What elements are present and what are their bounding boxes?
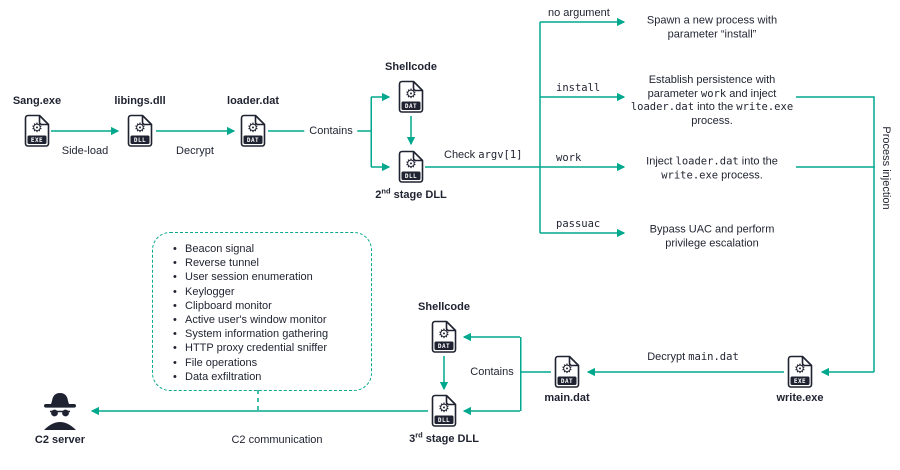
file-icon-main-dat: ⚙ DAT <box>553 355 581 394</box>
edge-label-c2-communication: C2 communication <box>231 434 323 446</box>
node-label-stage3: 3rd stage DLL <box>409 430 479 445</box>
gear-icon: ⚙ <box>247 121 259 136</box>
edge-label-process-injection: Process injection <box>880 126 892 210</box>
capability-item: Beacon signal <box>173 242 365 256</box>
capability-item: HTTP proxy credential sniffer <box>173 341 365 355</box>
file-icon-write-exe: ⚙ EXE <box>786 355 814 394</box>
file-type-badge: DAT <box>438 343 450 350</box>
edge-label-no-argument: no argument <box>548 7 610 19</box>
edge-label-install: install <box>556 82 601 94</box>
node-label-libings: libings.dll <box>114 95 166 107</box>
capability-item: User session enumeration <box>173 270 365 284</box>
file-type-badge: DAT <box>247 137 259 144</box>
file-type-badge: DLL <box>438 417 450 424</box>
outcome-work: Inject loader.dat into the write.exe pro… <box>646 155 778 182</box>
capability-item: System information gathering <box>173 327 365 341</box>
file-icon-stage2-dll: ⚙ DLL <box>397 150 425 189</box>
gear-icon: ⚙ <box>438 327 450 342</box>
file-icon-libings-dll: ⚙ DLL <box>126 114 154 153</box>
capability-item: Active user's window monitor <box>173 313 365 327</box>
gear-icon: ⚙ <box>134 121 146 136</box>
file-icon-stage3-dll: ⚙ DLL <box>430 394 458 433</box>
node-label-loader: loader.dat <box>227 95 279 107</box>
file-type-badge: DAT <box>561 378 573 385</box>
capabilities-box: Beacon signal Reverse tunnel User sessio… <box>152 232 372 391</box>
file-icon-shellcode-bottom: ⚙ DAT <box>430 320 458 359</box>
file-icon-loader-dat: ⚙ DAT <box>239 114 267 153</box>
node-label-shellcode-bottom: Shellcode <box>418 301 470 313</box>
node-label-main: main.dat <box>544 392 590 404</box>
edge-label-decrypt: Decrypt <box>176 145 214 157</box>
edge-label-contains-bottom: Contains <box>465 365 519 379</box>
file-icon-sang-exe: ⚙ EXE <box>23 114 51 153</box>
node-label-stage2: 2nd stage DLL <box>375 186 447 201</box>
outcome-no-argument: Spawn a new process with parameter “inst… <box>646 14 778 41</box>
capability-item: Data exfiltration <box>173 370 365 384</box>
edge-label-decrypt-main: Decrypt main.dat <box>647 351 739 363</box>
file-type-badge: DLL <box>405 173 417 180</box>
capability-item: File operations <box>173 356 365 370</box>
capability-item: Clipboard monitor <box>173 299 365 313</box>
capabilities-list: Beacon signal Reverse tunnel User sessio… <box>153 242 371 384</box>
edge-label-check-argv: Check argv[1] <box>444 149 523 161</box>
outcome-passuac: Bypass UAC and perform privilege escalat… <box>649 223 775 250</box>
gear-icon: ⚙ <box>405 157 417 172</box>
capability-item: Reverse tunnel <box>173 256 365 270</box>
file-type-badge: DLL <box>134 137 146 144</box>
file-type-badge: DAT <box>405 103 417 110</box>
node-label-write: write.exe <box>776 392 824 404</box>
file-type-badge: EXE <box>31 137 43 144</box>
gear-icon: ⚙ <box>438 401 450 416</box>
gear-icon: ⚙ <box>405 87 417 102</box>
gear-icon: ⚙ <box>561 362 573 377</box>
gear-icon: ⚙ <box>794 362 806 377</box>
edge-label-work: work <box>556 152 582 164</box>
gear-icon: ⚙ <box>31 121 43 136</box>
node-label-sang: Sang.exe <box>12 95 62 107</box>
spy-icon <box>38 390 82 435</box>
outcome-install: Establish persistence with parameter wor… <box>630 74 794 127</box>
node-label-c2: C2 server <box>34 434 86 446</box>
edge-label-side-load: Side-load <box>61 145 109 157</box>
edge-label-contains-top: Contains <box>304 124 358 138</box>
file-type-badge: EXE <box>794 378 806 385</box>
file-icon-shellcode-top: ⚙ DAT <box>397 80 425 119</box>
capability-item: Keylogger <box>173 285 365 299</box>
edge-label-passuac: passuac <box>556 218 601 230</box>
node-label-shellcode-top: Shellcode <box>385 61 437 73</box>
